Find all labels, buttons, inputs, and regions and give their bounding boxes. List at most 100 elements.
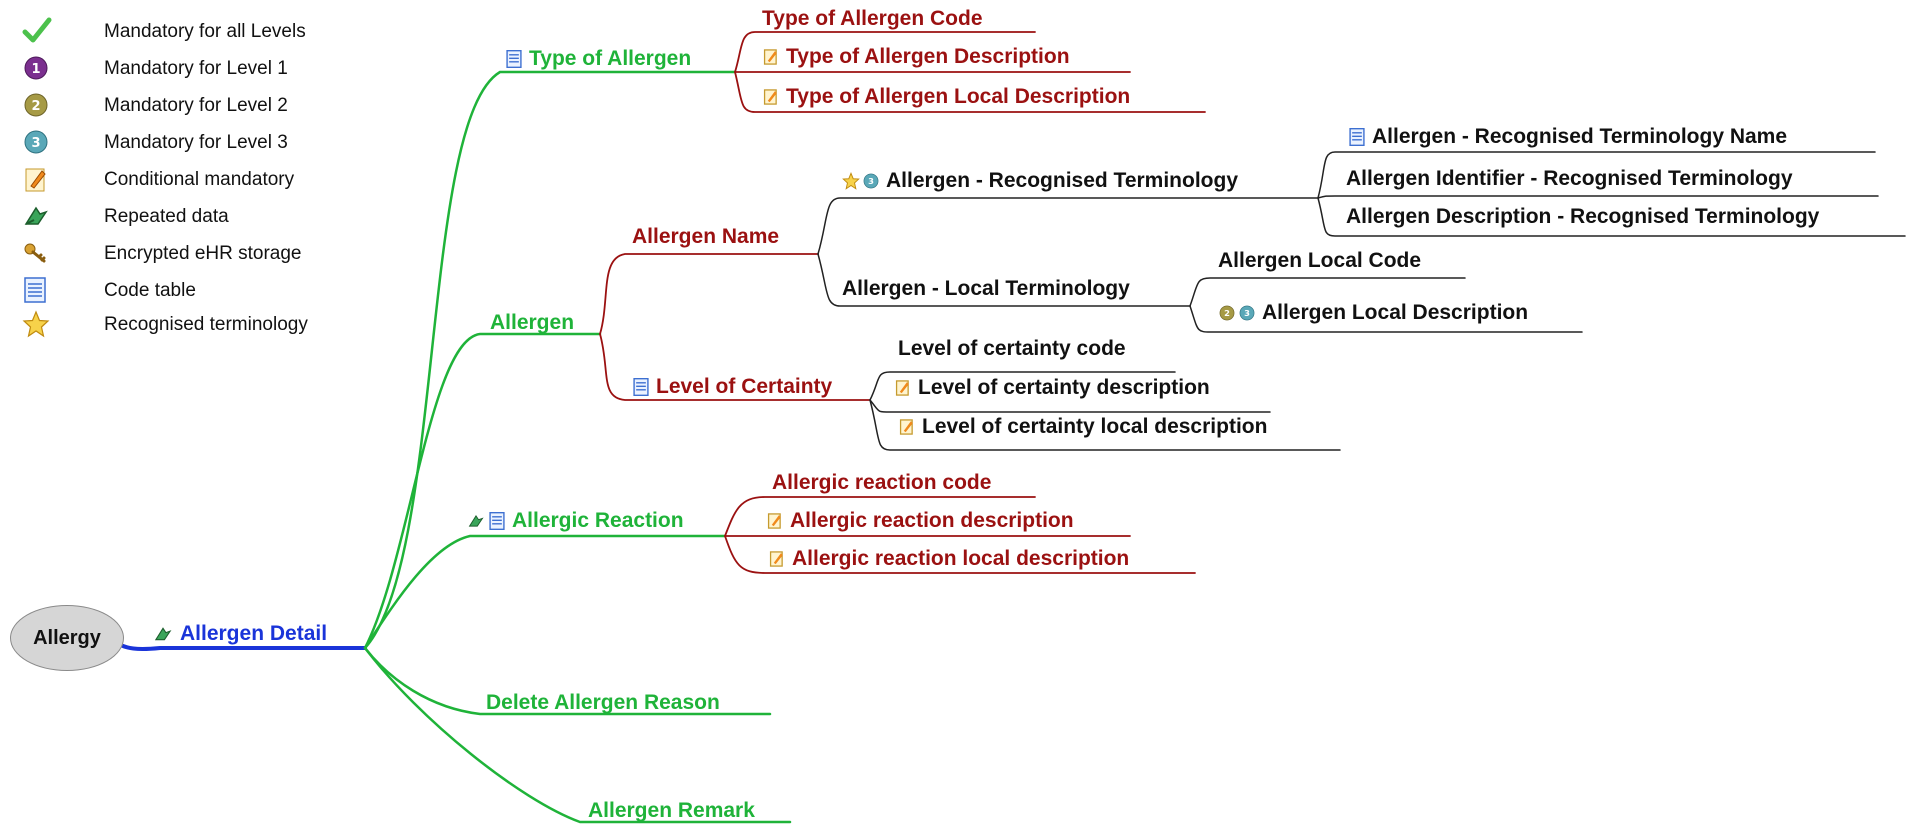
node-local-code[interactable]: Allergen Local Code (1218, 248, 1421, 274)
node-reaction-code[interactable]: Allergic reaction code (772, 470, 991, 496)
node-label: Allergen Local Code (1218, 249, 1422, 272)
node-certainty-code[interactable]: Level of certainty code (898, 336, 1126, 362)
pencil-note-icon (762, 87, 780, 107)
node-level-of-certainty[interactable]: Level of Certainty (632, 374, 832, 400)
node-label: Allergic reaction description (790, 509, 1074, 532)
node-type-of-allergen-local-description[interactable]: Type of Allergen Local Description (762, 84, 1130, 110)
node-recognised-description[interactable]: Allergen Description - Recognised Termin… (1346, 204, 1819, 230)
node-label: Allergen Identifier - Recognised Termino… (1346, 167, 1793, 190)
repeat-icon (22, 202, 56, 232)
legend-item-conditional: Conditional mandatory (0, 161, 400, 197)
svg-text:2: 2 (31, 99, 40, 114)
svg-text:3: 3 (1244, 308, 1250, 318)
node-recognised-identifier[interactable]: Allergen Identifier - Recognised Termino… (1346, 166, 1793, 192)
node-label: Type of Allergen Description (786, 45, 1070, 68)
svg-text:2: 2 (1224, 308, 1230, 318)
legend-label: Mandatory for Level 1 (104, 58, 288, 79)
node-label: Allergen Remark (588, 799, 755, 822)
legend-label: Mandatory for Level 2 (104, 95, 288, 116)
connector-allergic-reaction (363, 534, 727, 650)
level-2-icon: 2 (1218, 304, 1236, 322)
legend-label: Mandatory for all Levels (104, 21, 306, 42)
level-3-icon: 3 (1238, 304, 1256, 322)
node-label: Allergen - Recognised Terminology (886, 169, 1238, 192)
legend-label: Code table (104, 280, 196, 301)
node-reaction-description[interactable]: Allergic reaction description (766, 508, 1074, 534)
check-icon (22, 17, 56, 47)
node-type-of-allergen-code[interactable]: Type of Allergen Code (762, 6, 983, 32)
node-label: Allergen Name (632, 225, 780, 248)
legend-label: Encrypted eHR storage (104, 243, 302, 264)
node-label: Allergen (490, 311, 575, 334)
node-allergen-name[interactable]: Allergen Name (632, 224, 779, 250)
legend-label: Conditional mandatory (104, 169, 295, 190)
key-icon (22, 239, 56, 269)
node-allergen[interactable]: Allergen (490, 310, 574, 336)
node-label: Allergen Local Description (1262, 301, 1529, 324)
legend-item-encrypted: Encrypted eHR storage (0, 235, 400, 271)
svg-text:3: 3 (31, 136, 40, 151)
pencil-note-icon (898, 417, 916, 437)
connector-allergen (363, 332, 602, 650)
node-type-of-allergen-description[interactable]: Type of Allergen Description (762, 44, 1070, 70)
code-table-icon (22, 276, 56, 306)
code-table-icon (1348, 127, 1366, 147)
node-allergic-reaction[interactable]: Allergic Reaction (466, 508, 684, 534)
node-delete-allergen-reason[interactable]: Delete Allergen Reason (486, 690, 720, 716)
node-recognised-terminology[interactable]: 3 Allergen - Recognised Terminology (842, 168, 1238, 194)
node-local-description[interactable]: 2 3 Allergen Local Description (1218, 300, 1528, 326)
node-label: Allergen Detail (180, 622, 328, 645)
repeat-icon (466, 512, 486, 530)
node-label: Level of certainty code (898, 337, 1126, 360)
pencil-note-icon (894, 378, 912, 398)
node-label: Allergen - Local Terminology (842, 277, 1130, 300)
node-allergen-detail[interactable]: Allergen Detail (152, 621, 327, 647)
level-1-icon: 1 (22, 54, 56, 84)
pencil-note-icon (22, 165, 56, 195)
repeat-icon (152, 624, 174, 644)
pencil-note-icon (766, 511, 784, 531)
node-label: Allergic Reaction (512, 509, 684, 532)
legend-label: Recognised terminology (104, 314, 308, 335)
connector-type-of-allergen (363, 70, 737, 650)
svg-text:1: 1 (31, 62, 40, 77)
node-type-of-allergen[interactable]: Type of Allergen (505, 46, 691, 72)
node-certainty-description[interactable]: Level of certainty description (894, 375, 1210, 401)
node-label: Level of certainty description (918, 376, 1210, 399)
level-3-icon: 3 (862, 172, 880, 190)
legend-item-recognised: Recognised terminology (0, 306, 400, 342)
root-label: Allergy (33, 626, 101, 649)
node-label: Level of Certainty (656, 375, 833, 398)
star-icon (842, 172, 860, 190)
legend-item-code-table: Code table (0, 272, 400, 308)
pencil-note-icon (762, 47, 780, 67)
node-label: Type of Allergen (529, 47, 692, 70)
connector-remark (363, 646, 792, 824)
node-label: Level of certainty local description (922, 415, 1268, 438)
node-certainty-local-description[interactable]: Level of certainty local description (898, 414, 1267, 440)
node-local-terminology[interactable]: Allergen - Local Terminology (842, 276, 1130, 302)
node-allergen-remark[interactable]: Allergen Remark (588, 798, 755, 824)
node-recognised-terminology-name[interactable]: Allergen - Recognised Terminology Name (1348, 124, 1787, 150)
node-label: Allergic reaction local description (792, 547, 1130, 570)
node-label: Delete Allergen Reason (486, 691, 720, 714)
node-label: Allergen Description - Recognised Termin… (1346, 205, 1820, 228)
legend-label: Repeated data (104, 206, 229, 227)
code-table-icon (505, 49, 523, 69)
node-reaction-local-description[interactable]: Allergic reaction local description (768, 546, 1129, 572)
legend-item-level-1: 1 Mandatory for Level 1 (0, 50, 400, 86)
legend-item-repeated: Repeated data (0, 198, 400, 234)
node-label: Type of Allergen Local Description (786, 85, 1131, 108)
star-icon (22, 310, 56, 340)
legend-item-level-2: 2 Mandatory for Level 2 (0, 87, 400, 123)
legend-item-level-3: 3 Mandatory for Level 3 (0, 124, 400, 160)
root-node-allergy[interactable]: Allergy (10, 605, 124, 671)
legend-label: Mandatory for Level 3 (104, 132, 288, 153)
code-table-icon (632, 377, 650, 397)
pencil-note-icon (768, 549, 786, 569)
svg-text:3: 3 (868, 176, 874, 186)
level-3-icon: 3 (22, 128, 56, 158)
node-label: Type of Allergen Code (762, 7, 983, 30)
level-2-icon: 2 (22, 91, 56, 121)
